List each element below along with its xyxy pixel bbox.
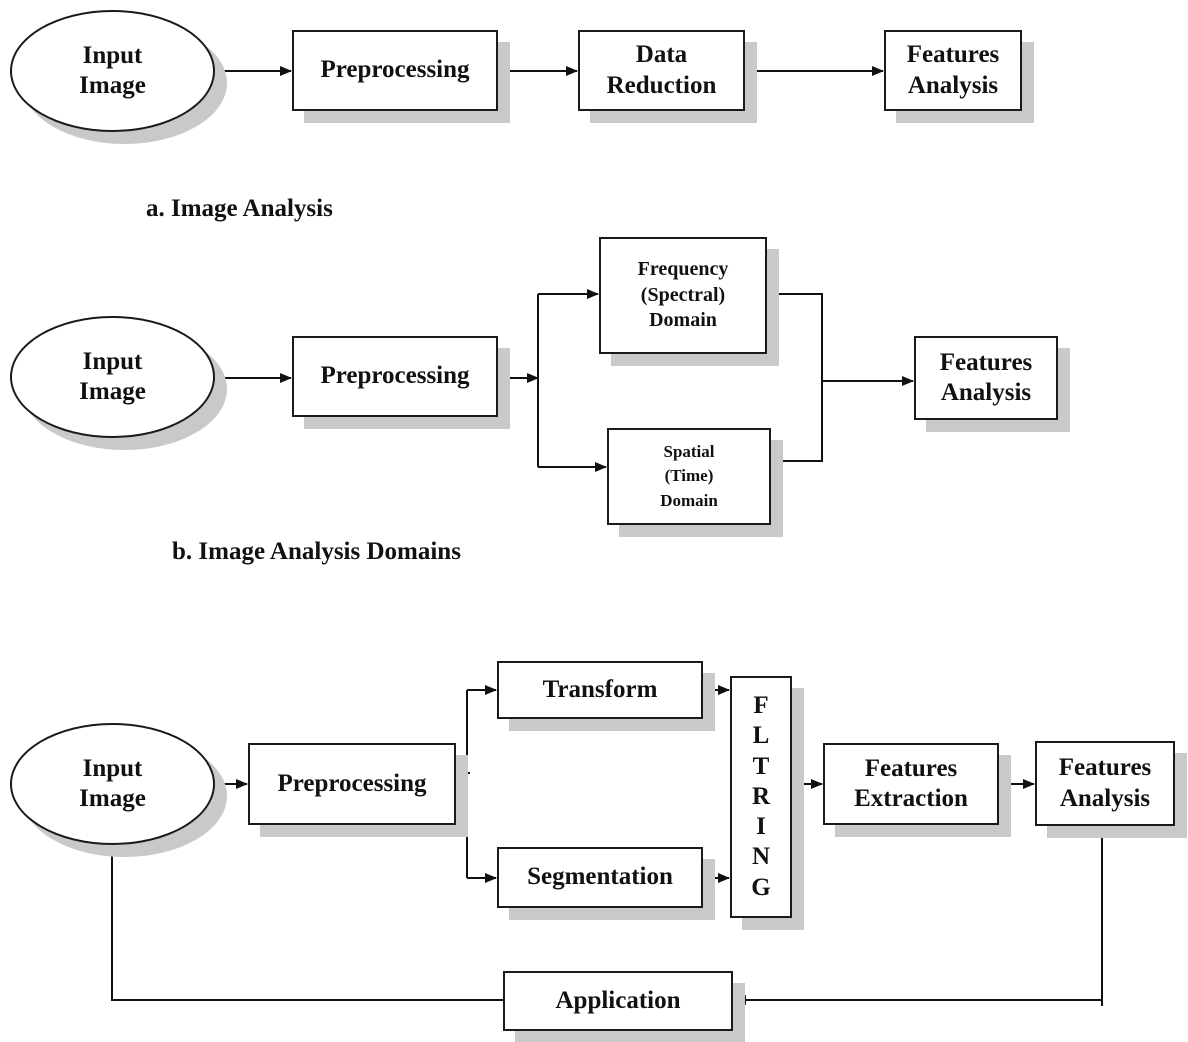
a-input-image-ellipse: Input Image — [10, 10, 215, 132]
a-preprocessing-box: Preprocessing — [292, 30, 498, 111]
c-segmentation-box: Segmentation — [497, 847, 703, 908]
c-input-image-ellipse: Input Image — [10, 723, 215, 845]
a-features-analysis-box: Features Analysis — [884, 30, 1022, 111]
b-input-image-ellipse: Input Image — [10, 316, 215, 438]
c-transform-box: Transform — [497, 661, 703, 719]
c-application-box: Application — [503, 971, 733, 1031]
b-frequency-domain-box: Frequency (Spectral) Domain — [599, 237, 767, 354]
c-features-analysis-box: Features Analysis — [1035, 741, 1175, 826]
c-features-extraction-box: Features Extraction — [823, 743, 999, 825]
c-filtering-box: F L T R I N G — [730, 676, 792, 918]
b-caption: b. Image Analysis Domains — [172, 538, 461, 565]
a-caption: a. Image Analysis — [146, 195, 333, 222]
feedback-c-application-to-input — [107, 835, 503, 1001]
b-features-analysis-box: Features Analysis — [914, 336, 1058, 420]
join-b-frequency — [766, 293, 823, 462]
b-spatial-domain-box: Spatial (Time) Domain — [607, 428, 771, 525]
c-preprocessing-box: Preprocessing — [248, 743, 456, 825]
b-preprocessing-box: Preprocessing — [292, 336, 498, 417]
a-data-reduction-box: Data Reduction — [578, 30, 745, 111]
